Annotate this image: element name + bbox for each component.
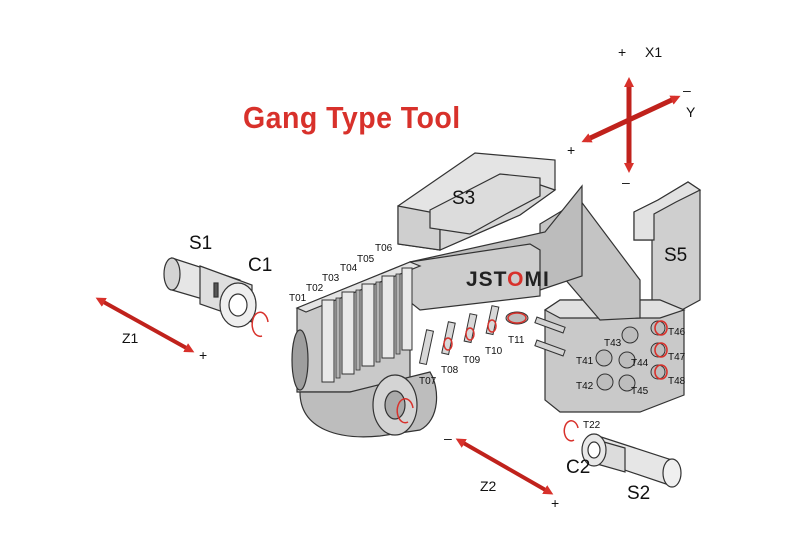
label-c2: C2 bbox=[566, 457, 591, 478]
label-c1: C1 bbox=[248, 255, 273, 276]
label-s5: S5 bbox=[664, 245, 688, 266]
axis-x1-label: X1 bbox=[645, 44, 663, 60]
gang-tool-holders bbox=[321, 267, 413, 383]
cross-drill-rings bbox=[443, 312, 527, 351]
spindle-s1 bbox=[163, 257, 257, 328]
spindle-s2 bbox=[581, 433, 682, 488]
axis-x1-plus: + bbox=[618, 44, 627, 60]
axis-z1-label: Z1 bbox=[122, 330, 139, 346]
axis-z2-arrow bbox=[455, 438, 554, 495]
brand-prefix: JST bbox=[466, 268, 508, 291]
axis-z2-plus: + bbox=[551, 495, 560, 511]
tool-label-t07: T07 bbox=[419, 376, 437, 387]
brand-logo: JSTOMI bbox=[466, 268, 550, 292]
label-s3: S3 bbox=[452, 188, 476, 209]
tool-label-t09: T09 bbox=[463, 355, 481, 366]
s5-ports bbox=[595, 320, 666, 392]
axis-x1-minus: – bbox=[622, 174, 630, 190]
s5-drills bbox=[534, 316, 566, 357]
axis-y-plus: + bbox=[567, 142, 576, 158]
axis-z2-minus: – bbox=[444, 430, 452, 446]
rotation-icons bbox=[251, 311, 579, 442]
axis-z2-label: Z2 bbox=[480, 478, 497, 494]
brand-accent: O bbox=[507, 268, 525, 291]
brand-suffix: MI bbox=[524, 268, 550, 291]
axis-y-label: Y bbox=[686, 104, 696, 120]
gang-tool-clamps bbox=[335, 273, 401, 379]
tool-label-t44: T44 bbox=[631, 358, 649, 369]
tool-label-t48: T48 bbox=[668, 376, 686, 387]
axis-z1-plus: + bbox=[199, 347, 208, 363]
s5-bracket bbox=[543, 181, 702, 413]
tool-label-t10: T10 bbox=[485, 346, 503, 357]
label-s2: S2 bbox=[627, 483, 651, 504]
tool-label-t42: T42 bbox=[576, 381, 594, 392]
axis-y-arrow bbox=[581, 95, 681, 143]
tool-label-t22: T22 bbox=[583, 420, 601, 431]
tool-label-t05: T05 bbox=[357, 254, 375, 265]
tool-label-t11: T11 bbox=[508, 335, 525, 346]
tool-label-t06: T06 bbox=[375, 243, 393, 254]
tool-label-t08: T08 bbox=[441, 365, 459, 376]
tool-label-t41: T41 bbox=[576, 356, 594, 367]
axis-z1-arrow bbox=[95, 297, 195, 353]
tool-label-t45: T45 bbox=[631, 386, 649, 397]
tool-label-t47: T47 bbox=[668, 352, 686, 363]
tool-label-t43: T43 bbox=[604, 338, 622, 349]
s5-tool-rings bbox=[654, 320, 668, 380]
tool-label-t02: T02 bbox=[306, 283, 324, 294]
label-s1: S1 bbox=[189, 233, 213, 254]
tool-label-t01: T01 bbox=[289, 293, 307, 304]
diagram-title: Gang Type Tool bbox=[243, 100, 461, 135]
tool-label-t46: T46 bbox=[668, 327, 686, 338]
tool-label-t04: T04 bbox=[340, 263, 358, 274]
axis-y-minus: – bbox=[683, 82, 691, 98]
tool-label-t03: T03 bbox=[322, 273, 340, 284]
